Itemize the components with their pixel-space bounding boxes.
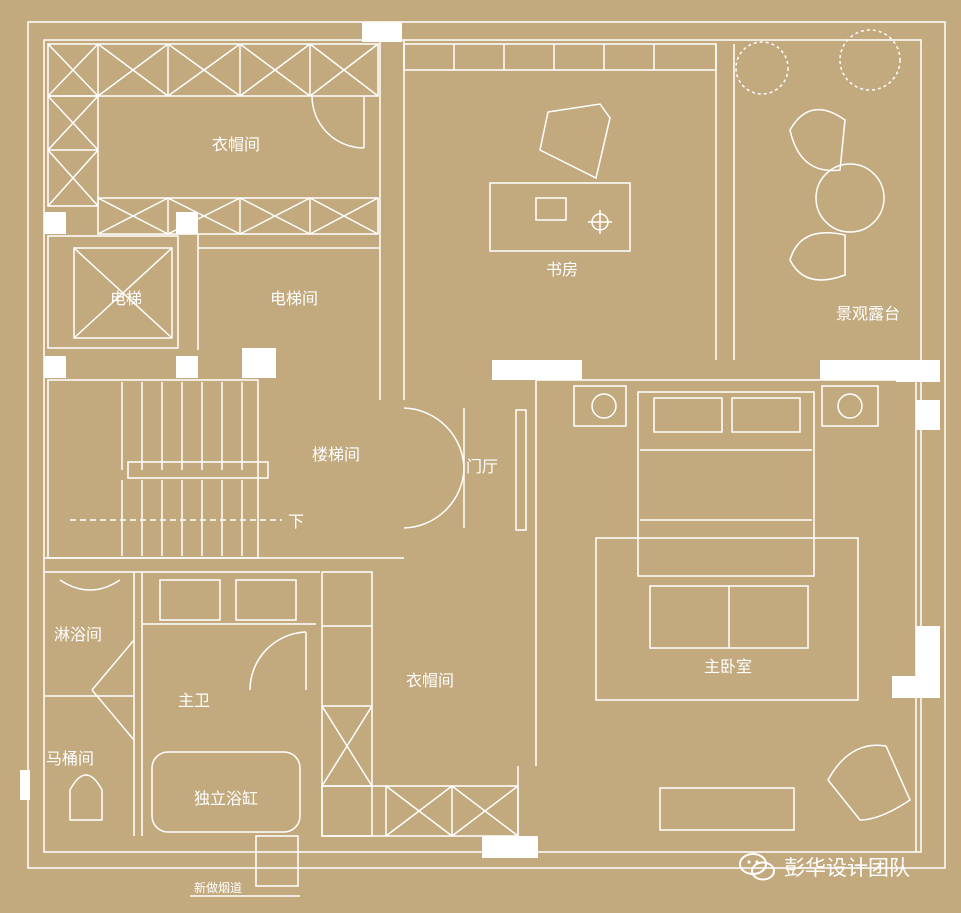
label-cloakroom-bottom: 衣帽间: [406, 671, 454, 690]
bath-door-swing: [249, 631, 307, 691]
label-chimney: 新做烟道: [194, 880, 242, 895]
bedroom-rug: [595, 537, 859, 701]
toilet-icon: [69, 774, 103, 821]
elevator-shaft: [47, 235, 179, 349]
label-elevator-hall: 电梯间: [270, 289, 318, 308]
watermark: 彭华设计团队: [738, 852, 910, 882]
bed: [573, 385, 879, 577]
chimney: [255, 835, 299, 887]
label-bathtub: 独立浴缸: [194, 789, 258, 808]
study-cabinets: [403, 43, 717, 71]
label-stair-down: 下: [288, 512, 304, 531]
wall-blocks: [20, 22, 940, 858]
label-foyer: 门厅: [466, 457, 498, 476]
wechat-icon: [739, 853, 775, 881]
tv-cabinet: [659, 787, 795, 831]
computer-icon: [535, 197, 567, 221]
terrace-furniture: [735, 29, 901, 281]
sink-right: [235, 579, 297, 621]
foyer-door-swing: [403, 407, 465, 471]
label-master-bedroom: 主卧室: [704, 657, 752, 676]
cloakroom-top-cabinets: [47, 43, 379, 235]
outer-wall: [27, 21, 946, 869]
label-study: 书房: [546, 260, 578, 279]
armchair-icon: [827, 744, 911, 821]
staircase: [47, 379, 282, 559]
label-terrace: 景观露台: [836, 304, 900, 323]
label-shower: 淋浴间: [54, 625, 102, 644]
watermark-text: 彭华设计团队: [784, 856, 910, 880]
shower-head-icon: [59, 579, 121, 591]
door-swing: [311, 95, 365, 149]
chair-icon: [539, 103, 611, 180]
label-elevator: 电梯: [110, 289, 142, 308]
label-master-bath: 主卫: [178, 691, 210, 710]
bathtub: [151, 751, 301, 833]
inner-wall: [43, 39, 922, 853]
label-cloakroom-top: 衣帽间: [212, 135, 260, 154]
label-stairwell: 楼梯间: [312, 445, 360, 464]
sink-left: [159, 579, 221, 621]
label-toilet: 马桶间: [46, 749, 94, 768]
cloakroom-bottom-cabinets: [321, 571, 519, 837]
study-desk: [489, 182, 631, 252]
